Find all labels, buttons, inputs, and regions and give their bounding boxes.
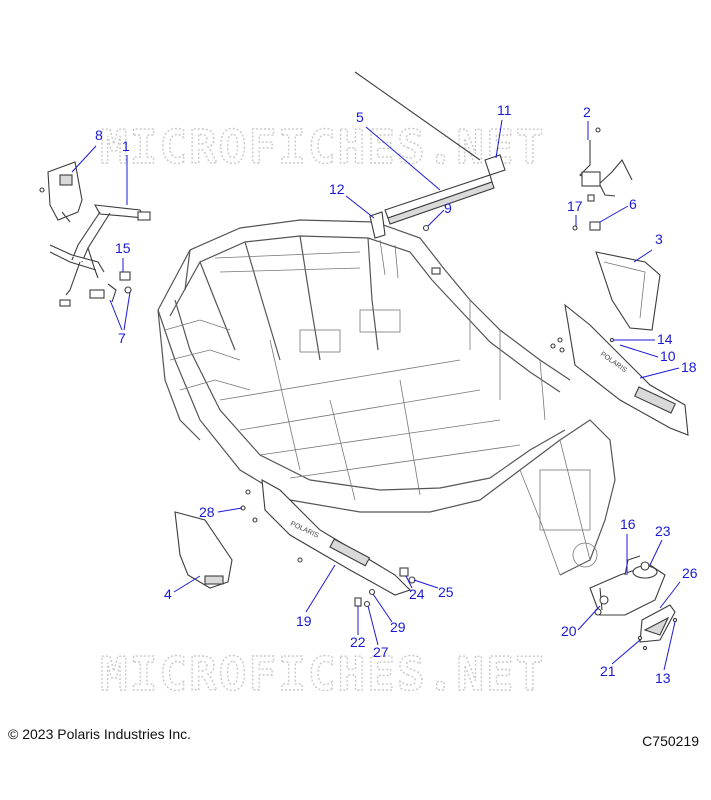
callout-26[interactable]: 26 <box>659 565 698 609</box>
callout-19[interactable]: 19 <box>296 564 336 629</box>
svg-text:9: 9 <box>444 200 452 216</box>
part-22-spacer <box>354 597 362 607</box>
svg-text:2: 2 <box>583 104 591 120</box>
callout-22[interactable]: 22 <box>350 606 366 650</box>
svg-text:4: 4 <box>164 586 172 602</box>
svg-text:14: 14 <box>657 331 673 347</box>
part-23-hitch <box>632 561 658 579</box>
callout-25[interactable]: 25 <box>413 579 454 600</box>
svg-text:24: 24 <box>409 586 425 602</box>
svg-text:6: 6 <box>629 196 637 212</box>
svg-text:11: 11 <box>497 102 512 118</box>
callout-9[interactable]: 9 <box>427 200 452 227</box>
svg-text:7: 7 <box>118 330 126 346</box>
part-11-endcap <box>484 154 506 176</box>
svg-text:13: 13 <box>655 670 671 686</box>
svg-text:16: 16 <box>620 516 636 532</box>
svg-text:25: 25 <box>438 584 454 600</box>
callout-28[interactable]: 28 <box>199 504 243 520</box>
part-13-fastener <box>672 617 678 623</box>
svg-text:26: 26 <box>682 565 698 581</box>
part-10-nut <box>557 337 563 343</box>
callout-15[interactable]: 15 <box>115 240 131 272</box>
callout-2[interactable]: 2 <box>583 104 591 140</box>
callout-24[interactable]: 24 <box>405 575 425 602</box>
part-3-panel <box>595 251 661 331</box>
svg-text:20: 20 <box>561 623 577 639</box>
part-2-harness <box>579 127 633 202</box>
part-19-slider: POLARIS <box>261 479 412 596</box>
svg-text:28: 28 <box>199 504 215 520</box>
callout-29[interactable]: 29 <box>372 593 406 635</box>
callout-16[interactable]: 16 <box>620 516 636 575</box>
svg-text:10: 10 <box>660 348 676 364</box>
part-1-bumper <box>49 204 151 307</box>
svg-text:18: 18 <box>681 359 697 375</box>
callout-21[interactable]: 21 <box>600 639 641 679</box>
callout-14[interactable]: 14 <box>614 331 673 347</box>
svg-text:29: 29 <box>390 619 406 635</box>
svg-text:19: 19 <box>296 613 312 629</box>
part-8-bracket <box>39 161 83 223</box>
svg-text:12: 12 <box>329 181 345 197</box>
part-4-panel <box>174 511 233 589</box>
part-26-skid <box>639 604 676 643</box>
part-27-washer <box>363 600 371 608</box>
part-21-fastener <box>637 635 643 641</box>
svg-text:17: 17 <box>567 198 583 214</box>
svg-text:8: 8 <box>95 127 103 143</box>
callout-5[interactable]: 5 <box>356 109 441 191</box>
callout-27[interactable]: 27 <box>367 605 389 660</box>
callout-17[interactable]: 17 <box>567 198 583 226</box>
part-24-bushing <box>399 567 409 577</box>
callout-11[interactable]: 11 <box>495 102 512 159</box>
watermark-bottom: MICROFICHES.NET <box>100 647 545 701</box>
callout-23[interactable]: 23 <box>649 523 671 566</box>
diagram-code: C750219 <box>642 733 699 749</box>
watermark-top: MICROFICHES.NET <box>100 120 545 174</box>
svg-text:21: 21 <box>600 663 616 679</box>
svg-text:15: 15 <box>115 240 131 256</box>
part-5-strip <box>354 71 495 225</box>
part-9-fastener <box>422 224 430 232</box>
svg-text:27: 27 <box>373 644 389 660</box>
part-29-washer <box>368 588 376 596</box>
callout-4[interactable]: 4 <box>164 575 201 602</box>
part-18-slider: POLARIS <box>564 303 689 436</box>
part-6-switch <box>589 221 601 231</box>
callout-10[interactable]: 10 <box>619 344 676 364</box>
callout-12[interactable]: 12 <box>329 181 375 219</box>
svg-text:1: 1 <box>122 138 130 154</box>
svg-text:22: 22 <box>350 634 366 650</box>
copyright-text: © 2023 Polaris Industries Inc. <box>8 726 192 742</box>
part-14-fastener <box>609 337 615 343</box>
svg-text:3: 3 <box>655 231 663 247</box>
callout-3[interactable]: 3 <box>633 231 663 263</box>
svg-text:23: 23 <box>655 523 671 539</box>
callout-13[interactable]: 13 <box>655 621 676 686</box>
svg-text:5: 5 <box>356 109 364 125</box>
callout-6[interactable]: 6 <box>599 196 637 223</box>
vehicle-frame <box>157 219 616 576</box>
part-12-endcap <box>369 211 386 239</box>
callout-8[interactable]: 8 <box>71 127 103 173</box>
callout-7[interactable]: 7 <box>109 291 131 346</box>
callout-1[interactable]: 1 <box>122 138 130 205</box>
part-15-clip <box>107 271 132 303</box>
callout-18[interactable]: 18 <box>639 359 697 379</box>
part-17-fastener <box>572 225 578 231</box>
callout-20[interactable]: 20 <box>561 605 601 639</box>
